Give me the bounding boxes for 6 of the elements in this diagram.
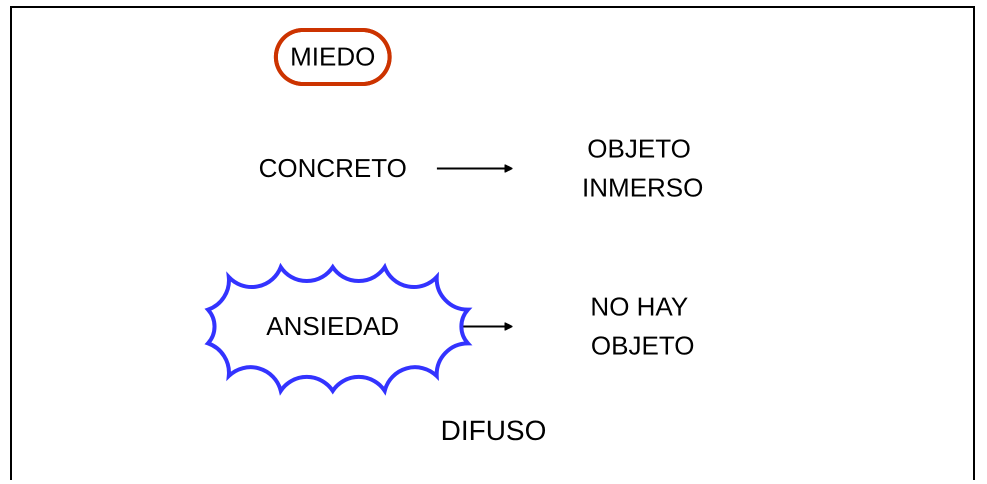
node-text: OBJETO INMERSO xyxy=(582,133,704,202)
arrow xyxy=(462,322,513,330)
node-text: NO HAY OBJETO xyxy=(590,291,694,360)
arrow xyxy=(436,164,513,172)
caption-text: DIFUSO xyxy=(440,415,546,447)
node-text: CONCRETO xyxy=(258,152,407,183)
